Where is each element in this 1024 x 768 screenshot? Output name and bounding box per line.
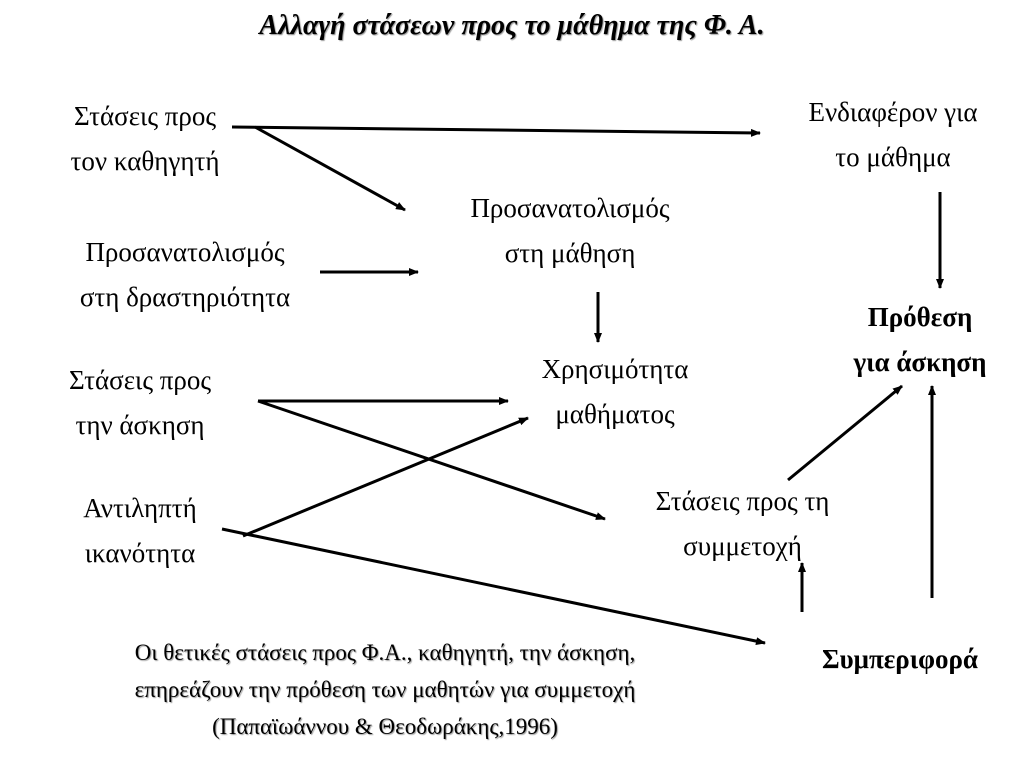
node-attitudes-participation: Στάσεις προς τη συμμετοχή (615, 479, 870, 569)
node-learning-orientation: Προσανατολισμός στη μάθηση (425, 186, 715, 276)
node-behavior: Συμπεριφορά (785, 637, 1015, 682)
node-line: Χρησιμότητα (541, 354, 689, 384)
node-line: για άσκηση (853, 347, 987, 377)
node-intention-exercise: Πρόθεση για άσκηση (820, 295, 1020, 385)
node-line: στη μάθηση (504, 238, 636, 268)
node-line: μαθήματος (555, 399, 675, 429)
node-line: ικανότητα (84, 538, 196, 568)
node-line: στη δραστηριότητα (79, 282, 291, 312)
node-line: Αντιληπτή (83, 493, 197, 523)
node-lesson-usefulness: Χρησιμότητα μαθήματος (500, 347, 730, 437)
footnote-line: Οι θετικές στάσεις προς Φ.Α., καθηγητή, … (134, 640, 636, 665)
footnote-line: επηρεάζουν την πρόθεση των μαθητών για σ… (134, 677, 636, 702)
footnote: Οι θετικές στάσεις προς Φ.Α., καθηγητή, … (40, 634, 730, 745)
arrow-participation-to-intention (787, 384, 903, 482)
node-line: Συμπεριφορά (822, 644, 978, 674)
node-interest-lesson: Ενδιαφέρον για το μάθημα (778, 90, 1008, 180)
slide-title: Αλλαγή στάσεων προς το μάθημα της Φ. Α. (259, 10, 765, 41)
node-line: συμμετοχή (683, 531, 802, 561)
node-line: Στάσεις προς (73, 101, 217, 131)
node-attitudes-teacher: Στάσεις προς τον καθηγητή (40, 94, 250, 184)
node-line: την άσκηση (75, 410, 205, 440)
node-line: Πρόθεση (867, 302, 973, 332)
arrow-teacher-to-learning (254, 125, 406, 212)
footnote-citation: (Παπαϊωάννου & Θεοδωράκης,1996) (212, 714, 558, 739)
node-line: το μάθημα (835, 142, 951, 172)
arrow-teacher-to-interest (231, 125, 761, 137)
node-line: Προσανατολισμός (85, 237, 285, 267)
node-line: τον καθηγητή (70, 146, 220, 176)
node-activity-orientation: Προσανατολισμός στη δραστηριότητα (40, 230, 330, 320)
node-perceived-ability: Αντιληπτή ικανότητα (45, 486, 235, 576)
node-line: Στάσεις προς τη (655, 486, 830, 516)
node-attitudes-exercise: Στάσεις προς την άσκηση (40, 358, 240, 448)
node-line: Ενδιαφέρον για (808, 97, 978, 127)
node-line: Στάσεις προς (68, 365, 212, 395)
arrow-ability-to-usefulness (242, 416, 529, 538)
node-line: Προσανατολισμός (470, 193, 670, 223)
